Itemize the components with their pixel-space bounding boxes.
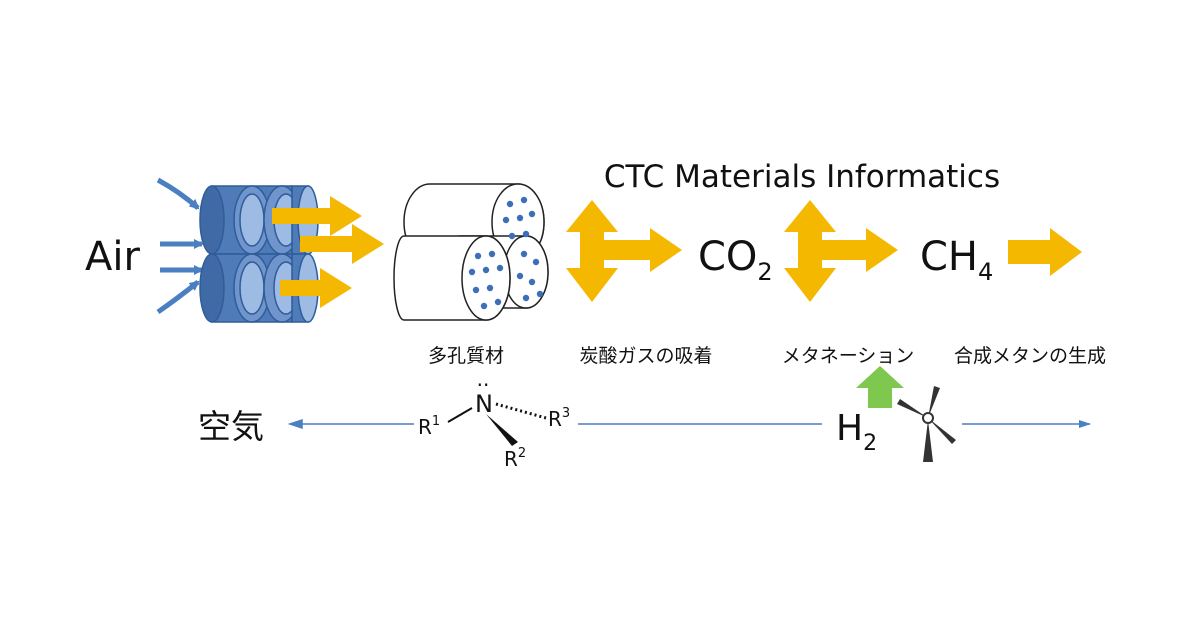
filter-outflow-arrows	[272, 196, 384, 308]
baseline-axis	[287, 418, 1091, 430]
amine-structure: R1 ·· N R3 R2	[418, 373, 570, 471]
air-jp-label: 空気	[198, 407, 264, 446]
diagram-title: CTC Materials Informatics	[604, 159, 1000, 195]
methanation-label: メタネーション	[782, 345, 915, 367]
hydrogen-feed-arrow	[856, 366, 904, 408]
methanation-cross-arrow	[784, 200, 898, 302]
ch4-label: CH4	[920, 234, 993, 286]
amine-lone-pair: ··	[477, 373, 490, 397]
outflow-arrow-3	[280, 268, 352, 308]
co2-label: CO2	[698, 234, 773, 286]
air-arrow-bottom	[156, 280, 200, 315]
amine-r3: R3	[548, 406, 570, 431]
synthetic-methane-label: 合成メタンの生成	[954, 345, 1106, 367]
amine-nitrogen: N	[475, 390, 493, 418]
co2-absorption-label: 炭酸ガスの吸着	[579, 345, 712, 367]
outflow-arrow-1	[272, 196, 362, 236]
h2-label: H2	[836, 408, 877, 456]
amine-r1: R1	[418, 414, 440, 439]
absorption-cross-arrow	[566, 200, 682, 302]
porous-material-label: 多孔質材	[428, 345, 504, 367]
amine-r2: R2	[504, 446, 526, 471]
outflow-arrow-2	[300, 224, 384, 264]
wind-turbine-icon	[897, 386, 956, 462]
air-label: Air	[85, 234, 140, 280]
pore-dots	[468, 196, 544, 310]
air-arrow-top	[156, 177, 200, 210]
filter-cylinders-icon	[199, 185, 319, 323]
air-inflow-arrows	[156, 177, 204, 315]
output-arrow	[1008, 228, 1082, 276]
